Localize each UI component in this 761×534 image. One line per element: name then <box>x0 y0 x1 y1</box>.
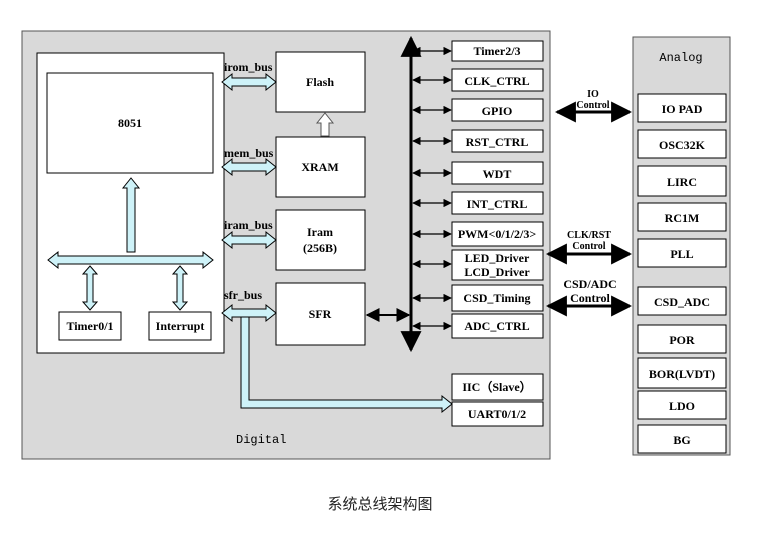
analog-blocks <box>637 93 727 454</box>
analog-osc32k: OSC32K <box>659 138 706 152</box>
analog-rc1m: RC1M <box>665 211 700 225</box>
io-control-label-1: IO <box>587 89 599 100</box>
analog-ldo: LDO <box>669 399 695 413</box>
digital-label: Digital <box>236 433 286 447</box>
periph-rst-ctrl: RST_CTRL <box>466 135 529 149</box>
figure-caption: 系统总线架构图 <box>327 495 432 513</box>
iram-label-1: Iram <box>307 225 333 239</box>
analog-io-pad: IO PAD <box>662 102 703 116</box>
periph-csd-timing: CSD_Timing <box>463 291 530 305</box>
csd-adc-label-2: Control <box>570 291 610 305</box>
timer01-block <box>58 311 122 341</box>
flash-block <box>275 51 366 113</box>
periph-timer23: Timer2/3 <box>473 44 520 58</box>
periph-pwm: PWM<0/1/2/3> <box>458 227 536 241</box>
sfr-block <box>275 282 366 346</box>
peripheral-blocks <box>451 40 544 427</box>
periph-int-ctrl: INT_CTRL <box>467 197 528 211</box>
periph-led-driver: LED_Driver <box>465 251 530 265</box>
periph-clk-ctrl: CLK_CTRL <box>464 74 529 88</box>
xram-block <box>275 136 366 198</box>
analog-lirc: LIRC <box>667 175 697 189</box>
xram-flash-arrow <box>315 112 335 137</box>
sfr-bus-label: sfr_bus <box>224 288 262 302</box>
analog-bg: BG <box>673 433 690 447</box>
periph-iic: IIC（Slave） <box>462 379 531 394</box>
analog-title: Analog <box>659 51 702 65</box>
core-8051-label: 8051 <box>118 116 142 130</box>
peripheral-links <box>412 46 452 331</box>
memory-bus-arrows <box>221 72 453 414</box>
iram-block <box>275 209 366 271</box>
irom-bus-label: irom_bus <box>224 60 273 74</box>
analog-csd-adc: CSD_ADC <box>654 295 710 309</box>
periph-adc-ctrl: ADC_CTRL <box>464 319 529 333</box>
iram-label-2: (256B) <box>303 241 337 255</box>
interrupt-block <box>148 311 212 341</box>
analog-por: POR <box>669 333 695 347</box>
mem-bus-label: mem_bus <box>224 146 274 160</box>
flash-label: Flash <box>306 75 334 89</box>
cpu-internal-bus <box>47 177 214 311</box>
sfr-label: SFR <box>309 307 332 321</box>
periph-gpio: GPIO <box>482 104 513 118</box>
timer01-label: Timer0/1 <box>66 319 113 333</box>
periph-uart: UART0/1/2 <box>468 407 526 421</box>
clk-rst-label-1: CLK/RST <box>567 230 611 241</box>
periph-wdt: WDT <box>483 167 512 181</box>
io-control-label-2: Control <box>576 100 609 111</box>
clk-rst-label-2: Control <box>572 241 605 252</box>
periph-lcd-driver: LCD_Driver <box>464 265 530 279</box>
csd-adc-label-1: CSD/ADC <box>563 277 616 291</box>
xram-label: XRAM <box>301 160 338 174</box>
core-8051-block <box>46 72 214 174</box>
iram-bus-label: iram_bus <box>224 218 273 232</box>
analog-bor: BOR(LVDT) <box>649 367 715 381</box>
analog-pll: PLL <box>670 247 693 261</box>
interrupt-label: Interrupt <box>156 319 205 333</box>
